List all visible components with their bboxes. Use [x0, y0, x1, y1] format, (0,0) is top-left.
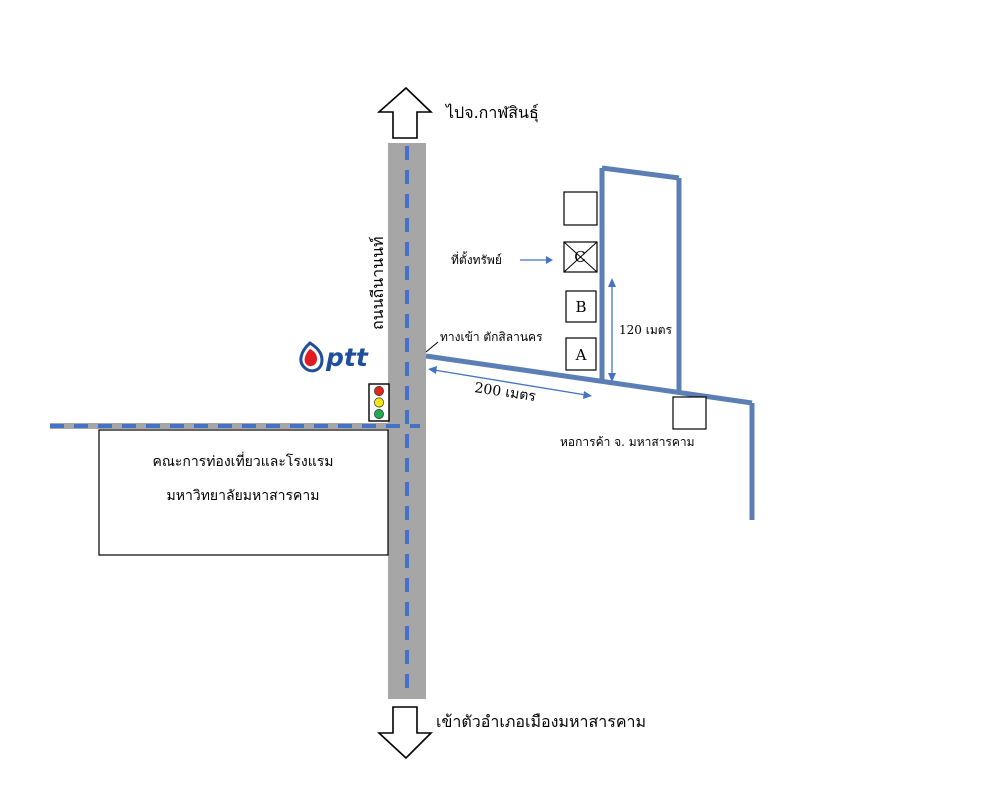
- faculty-name-line2: มหาวิทยาลัยมหาสารคาม: [167, 488, 320, 504]
- main-road-label: ถนนถีนานนท์: [368, 236, 387, 330]
- property-pointer-arrow-icon: [520, 256, 553, 264]
- plot-c: C: [563, 241, 598, 273]
- traffic-light-icon: [368, 383, 390, 422]
- side-road-network: [425, 165, 755, 520]
- plot-a-label: A: [575, 346, 587, 364]
- plot-b: B: [565, 290, 597, 323]
- entrance-label: ทางเข้า ตักสิลานคร: [440, 330, 543, 344]
- faculty-building: [98, 429, 389, 556]
- clock-tower-label: หอการค้า จ. มหาสารคาม: [560, 435, 695, 449]
- south-arrow-icon: [376, 706, 433, 760]
- south-destination-label: เข้าตัวอำเภอเมืองมหาสารคาม: [436, 712, 646, 731]
- distance-vertical-arrow-icon: [608, 278, 616, 382]
- north-arrow-icon: [376, 86, 433, 139]
- distance-vertical-label: 120 เมตร: [619, 323, 673, 337]
- clock-tower-box: [672, 396, 707, 430]
- faculty-name-line1: คณะการท่องเที่ยวและโรงแรม: [152, 452, 333, 470]
- distance-horizontal-label: 200 เมตร: [473, 380, 537, 405]
- main-road: [388, 143, 426, 699]
- ptt-logo-text: ptt: [325, 343, 369, 372]
- property-location-label: ที่ตั้งทรัพย์: [451, 251, 502, 267]
- distance-horizontal-arrow-icon: [428, 366, 592, 399]
- left-road: [50, 423, 420, 429]
- plot-c-label: C: [574, 248, 585, 266]
- north-destination-label: ไปจ.กาฬสินธุ์: [444, 103, 539, 123]
- entrance-pointer-icon: [425, 341, 439, 353]
- plot-top: [563, 191, 598, 226]
- plot-b-label: B: [575, 298, 586, 316]
- ptt-logo-icon: ptt: [299, 341, 369, 373]
- plot-a: A: [565, 337, 597, 371]
